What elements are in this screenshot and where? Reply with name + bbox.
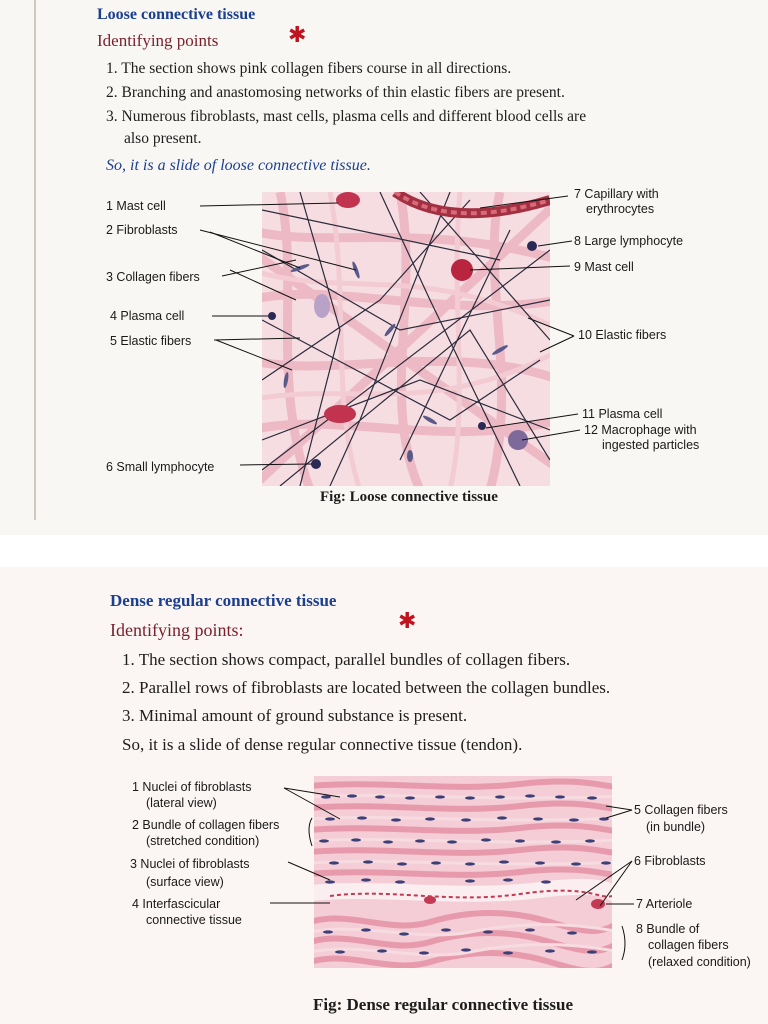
arteriole xyxy=(591,899,605,909)
interfascicular-tissue xyxy=(310,887,620,895)
